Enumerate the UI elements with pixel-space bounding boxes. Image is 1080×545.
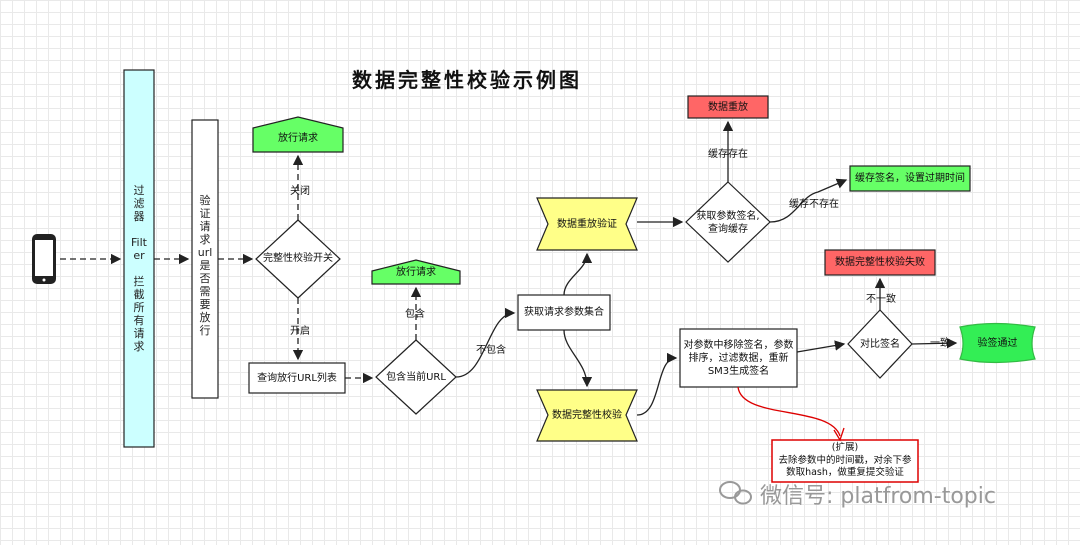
integrity-switch-label: 完整性校验开关	[263, 253, 333, 264]
edge-label-consistent: 一致	[930, 338, 950, 349]
get-params-label: 获取请求参数集合	[524, 307, 604, 318]
extension-connector	[737, 386, 841, 437]
phone-icon	[32, 234, 56, 284]
edge-label-not-contains: 不包含	[476, 345, 506, 356]
contains-url-label: 包含当前URL	[386, 372, 446, 383]
cache-sign-shape	[849, 165, 971, 192]
verify-pass-label: 验签通过	[977, 338, 1018, 349]
query-release-list-label: 查询放行URL列表	[257, 373, 337, 384]
contains-url-shape	[375, 339, 457, 415]
filter-box	[123, 69, 155, 448]
integrity-fail-shape	[824, 249, 936, 276]
filter-box-label: 过 滤 器 Filt er 拦 截 所 有 请 求	[131, 184, 147, 353]
edge-label-cache-exists: 缓存存在	[708, 149, 748, 160]
sign-cache-label: 获取参数签名, 查询缓存	[696, 211, 760, 235]
compare-sign-label: 对比签名	[860, 339, 900, 350]
edge-label-off: 关闭	[290, 186, 310, 197]
release-request-1-shape	[252, 116, 344, 153]
edge-label-cache-not-exists: 缓存不存在	[789, 199, 839, 210]
edge-label-inconsistent: 不一致	[866, 294, 896, 305]
process-params-shape	[679, 328, 798, 388]
edge-label-on: 开启	[290, 326, 310, 337]
watermark-text: 微信号: platfrom-topic	[760, 484, 996, 509]
diagram-title: 数据完整性校验示例图	[352, 68, 582, 92]
extension-label: (扩展) 去除参数中的时间戳，对余下参 数取hash，做重复提交验证	[778, 442, 912, 478]
wechat-icon	[719, 481, 752, 505]
cache-sign-label: 缓存签名，设置过期时间	[855, 173, 965, 184]
integrity-fail-label: 数据完整性校验失败	[835, 257, 925, 268]
edge-label-contains: 包含	[405, 309, 425, 320]
verify-box-label: 验 证 请 求 url 是 否 需 要 放 行	[197, 194, 213, 337]
query-release-list-shape	[248, 362, 346, 394]
sign-cache-shape	[685, 181, 771, 263]
replay-check-shape	[536, 197, 638, 251]
release-request-1-label: 放行请求	[278, 133, 318, 144]
data-replay-shape	[687, 95, 769, 119]
verify-pass-shape	[959, 322, 1036, 364]
integrity-check-label: 数据完整性校验	[552, 410, 622, 421]
get-params-shape	[517, 294, 611, 331]
process-params-label: 对参数中移除签名，参数 排序，过滤数据，重新 SM3生成签名	[683, 340, 794, 377]
integrity-check-shape	[536, 389, 638, 442]
verify-box	[191, 119, 219, 399]
extension-shape	[771, 439, 919, 483]
replay-check-label: 数据重放验证	[557, 219, 617, 230]
connectors	[60, 120, 958, 416]
release-request-2-label: 放行请求	[396, 267, 436, 278]
data-replay-label: 数据重放	[708, 102, 748, 113]
release-request-2-shape	[371, 259, 461, 285]
compare-sign-shape	[847, 309, 913, 379]
